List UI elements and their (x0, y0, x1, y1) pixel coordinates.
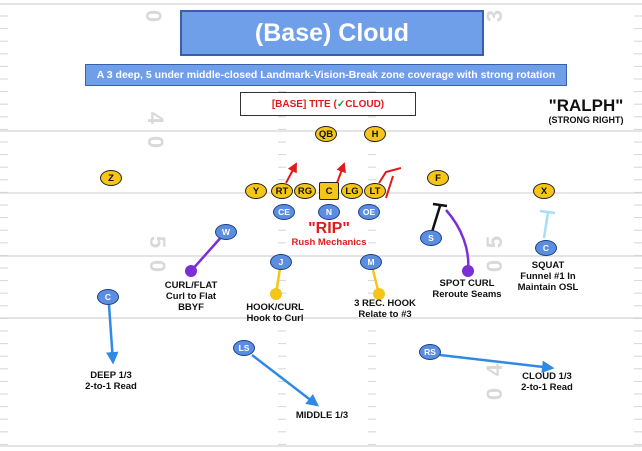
formation-word: CLOUD (345, 98, 381, 110)
offense-z: Z (100, 170, 122, 186)
squat-bar (539, 209, 556, 215)
yard-number: 5 (482, 236, 507, 248)
formation-prefix: [BASE] TITE ( (271, 98, 337, 110)
middle-third-path (251, 354, 319, 407)
call-name: "RALPH" (548, 96, 624, 115)
defense-j: J (270, 254, 292, 270)
rip-title: "RIP" (308, 220, 350, 237)
coverage-paths (106, 162, 556, 407)
defense-oe: OE (358, 204, 380, 220)
rush-arrow-oe-2 (385, 175, 394, 199)
defense-s: S (420, 230, 442, 246)
offense-h: H (364, 126, 386, 142)
call-detail: (STRONG RIGHT) (548, 115, 624, 125)
rip-subtitle: Rush Mechanics (291, 237, 367, 248)
defense-ce: CE (273, 204, 295, 220)
defense-w: W (215, 224, 237, 240)
formation-suffix: ) (380, 98, 385, 110)
cloud-third-path (439, 353, 555, 374)
yard-number: 0 (482, 260, 507, 272)
defense-ls: LS (233, 340, 255, 356)
yard-number: 0 (482, 388, 507, 400)
curl-flat-path (185, 233, 225, 277)
assignment-ls: MIDDLE 1/3 (295, 410, 349, 421)
offense-rt: RT (271, 183, 293, 199)
offense-lt: LT (364, 183, 386, 199)
s-jam-bar (432, 202, 448, 208)
check-icon: ✓ (336, 98, 346, 110)
defense-rs: RS (419, 344, 441, 360)
formation-label: [BASE] TITE ( ✓ CLOUD ) (240, 92, 416, 116)
assignment-c-left: DEEP 1/3 2-to-1 Read (85, 370, 137, 392)
offense-x: X (533, 183, 555, 199)
offense-c: C (319, 182, 339, 200)
strength-call: "RALPH" (STRONG RIGHT) (536, 96, 636, 125)
yard-lines (0, 3, 642, 447)
hash-marks (0, 15, 642, 445)
play-title: (Base) Cloud (180, 10, 484, 56)
yard-number: 0 (143, 136, 168, 148)
rush-arrow-oe (378, 167, 402, 184)
s-jam-line (430, 205, 442, 233)
yard-number: 0 (141, 10, 166, 22)
rip-callout: "RIP" Rush Mechanics (291, 220, 367, 249)
yard-numbers: 0 3 4 0 5 0 5 0 4 0 (141, 10, 507, 400)
defense-n: N (318, 204, 340, 220)
assignment-s: SPOT CURL Reroute Seams (432, 278, 502, 300)
yard-number: 4 (482, 363, 507, 376)
yard-number: 3 (482, 10, 507, 22)
yard-number: 5 (145, 236, 170, 248)
defense-m: M (360, 254, 382, 270)
yard-number: 0 (145, 260, 170, 272)
offense-lg: LG (341, 183, 363, 199)
defense-c-right: C (535, 240, 557, 256)
rush-arrow-ce (285, 162, 297, 184)
assignment-w: CURL/FLAT Curl to Flat BBYF (164, 280, 218, 313)
spot-curl-path (445, 209, 474, 277)
coverage-description: A 3 deep, 5 under middle-closed Landmark… (85, 64, 567, 86)
assignment-rs: CLOUD 1/3 2-to-1 Read (521, 371, 573, 393)
assignment-c-right: SQUAT Funnel #1 In Maintain OSL (517, 260, 579, 293)
assignment-m: 3 REC. HOOK Relate to #3 (354, 298, 416, 320)
squat-line (542, 211, 550, 239)
offense-qb: QB (315, 126, 337, 142)
deep-third-left-path (106, 304, 119, 365)
rush-arrow-n (336, 162, 346, 184)
assignment-j: HOOK/CURL Hook to Curl (246, 302, 304, 324)
offense-f: F (427, 170, 449, 186)
offense-y: Y (245, 183, 267, 199)
defense-c-left: C (97, 289, 119, 305)
yard-number: 4 (143, 112, 168, 125)
offense-rg: RG (294, 183, 316, 199)
